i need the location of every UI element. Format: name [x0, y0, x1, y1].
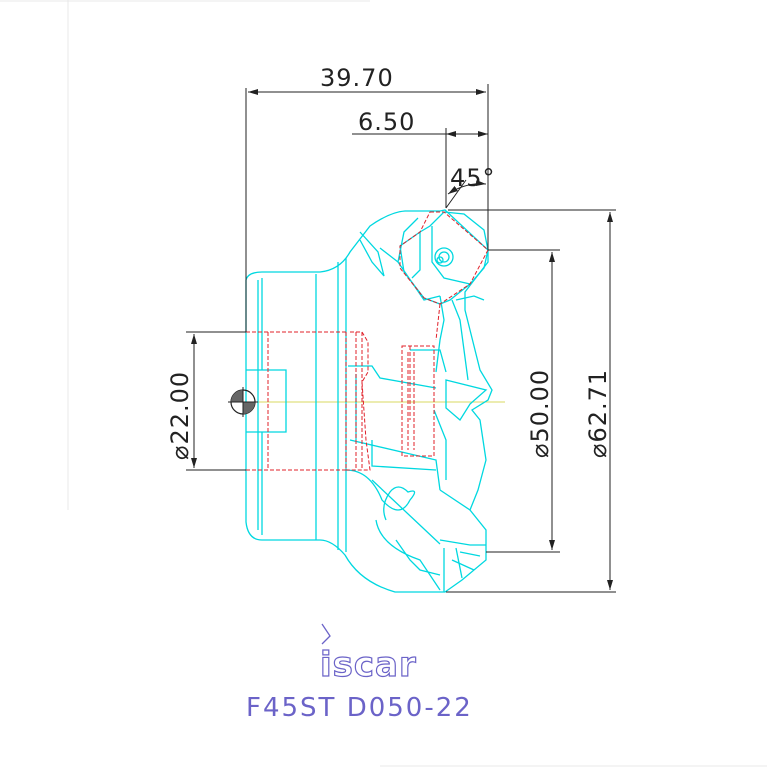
center-mark	[228, 387, 258, 417]
dimension-lead-angle: 45°	[450, 164, 496, 192]
cutter-body-outline	[245, 209, 493, 593]
logo-wordmark: iscar	[320, 645, 417, 685]
dimension-overall-length: 39.70	[320, 64, 394, 92]
hidden-features	[246, 211, 489, 471]
iscar-logo: iscar	[319, 623, 417, 686]
dimension-bore-diameter: ⌀22.00	[166, 371, 194, 460]
dimension-lines	[186, 84, 616, 593]
dimension-cutting-diameter: ⌀50.00	[526, 369, 554, 458]
dimension-max-diameter: ⌀62.71	[584, 369, 612, 458]
model-caption: F45ST D050-22	[246, 693, 473, 723]
dimension-offset: 6.50	[358, 108, 415, 136]
